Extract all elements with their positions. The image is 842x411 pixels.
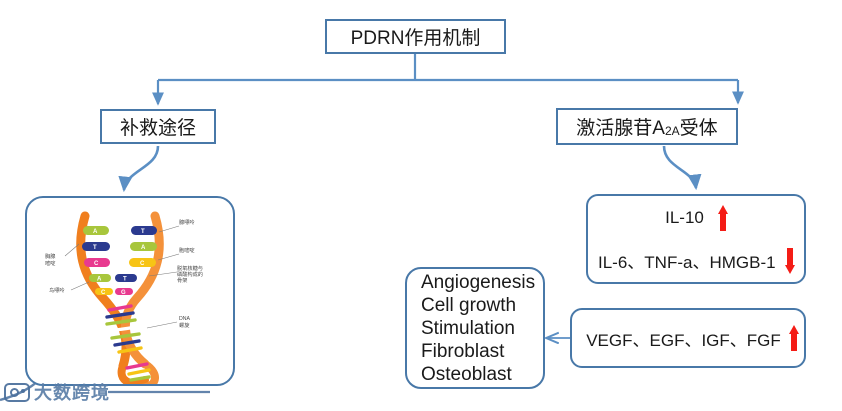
dna-strand-left-lower xyxy=(117,362,149,384)
svg-text:A: A xyxy=(97,277,102,283)
node-salvage-pathway-label: 补救途径 xyxy=(119,118,196,139)
svg-text:C: C xyxy=(101,290,106,296)
outcome-angiogenesis: Angiogenesis xyxy=(421,271,536,293)
cytokine-row-proinflammatory: IL-6、TNF-a、HMGB-1 xyxy=(598,239,795,282)
node-dna-illustration[interactable]: A T C A C T A C xyxy=(25,196,235,386)
node-adenosine-a2a-prefix: 激活腺苷A xyxy=(576,118,665,139)
cytokine-proinflammatory-label: IL-6、TNF-a、HMGB-1 xyxy=(598,253,776,272)
node-pdrn-mechanism-label: PDRN作用机制 xyxy=(350,28,481,49)
arrow-up-icon xyxy=(717,204,728,231)
cytokine-row-il10: IL-10 xyxy=(598,196,794,239)
watermark: 大数跨境 xyxy=(4,379,110,405)
svg-text:G: G xyxy=(121,290,126,296)
node-growth-factors[interactable]: VEGF、EGF、IGF、FGF xyxy=(570,308,806,368)
connector-left-branch-to-dna xyxy=(118,145,160,193)
arrow-up-icon xyxy=(788,325,799,351)
dna-svg: A T C A C T A C xyxy=(64,211,180,384)
dna-base-blocks-right: T A C T G xyxy=(115,226,157,296)
svg-text:C: C xyxy=(94,261,99,267)
node-pdrn-mechanism[interactable]: PDRN作用机制 xyxy=(325,19,506,54)
dna-strand-right-lower xyxy=(138,360,159,384)
dna-label-backbone-line2: 磷酸构成的 xyxy=(177,272,203,278)
outcome-cell-growth: Cell growth xyxy=(421,294,517,316)
outcome-fibroblast: Fibroblast xyxy=(421,340,505,362)
dna-label-cytosine: 胞嘧啶 xyxy=(179,248,195,254)
dna-label-backbone-line3: 骨架 xyxy=(177,278,188,284)
dna-label-thymine-line2: 嘧啶 xyxy=(45,261,56,267)
svg-text:T: T xyxy=(93,245,97,251)
dna-label-backbone-line1: 脱氧核糖与 xyxy=(177,266,203,272)
svg-text:A: A xyxy=(141,245,146,251)
node-salvage-pathway[interactable]: 补救途径 xyxy=(100,109,216,144)
svg-text:T: T xyxy=(141,229,145,235)
dna-label-helix-line1: DNA xyxy=(179,316,190,322)
arrow-down-icon xyxy=(785,247,795,274)
node-adenosine-a2a-suffix: 受体 xyxy=(679,118,718,139)
node-cytokine-response[interactable]: IL-10 IL-6、TNF-a、HMGB-1 xyxy=(586,194,806,284)
dna-label-thymine-line1: 胸腺 xyxy=(45,254,56,260)
dna-rungs xyxy=(105,304,151,382)
dna-strand-right xyxy=(120,211,164,369)
dna-label-helix-line2: 螺旋 xyxy=(179,323,190,329)
dna-label-guanine: 鸟嘌呤 xyxy=(49,288,65,294)
watermark-text: 大数跨境 xyxy=(34,383,110,403)
dna-label-adenine: 腺嘌呤 xyxy=(179,220,195,226)
dna-leader-lines xyxy=(64,225,180,329)
outcome-osteoblast: Osteoblast xyxy=(421,363,512,385)
camera-icon xyxy=(4,382,30,402)
connector-right-branch-to-cytokine xyxy=(662,145,702,191)
cytokine-il10-label: IL-10 xyxy=(665,207,704,227)
outcome-stimulation: Stimulation xyxy=(421,317,515,339)
dna-base-blocks-left: A T C A C xyxy=(82,226,113,296)
node-adenosine-a2a-subscript: 2A xyxy=(664,123,680,138)
svg-text:A: A xyxy=(93,229,98,235)
svg-text:C: C xyxy=(140,261,145,267)
growth-factors-label: VEGF、EGF、IGF、FGF xyxy=(586,330,781,350)
dna-illustration: A T C A C T A C xyxy=(27,198,233,384)
node-biological-outcomes[interactable]: Angiogenesis Cell growth Stimulation Fib… xyxy=(405,267,545,389)
svg-text:T: T xyxy=(123,277,127,283)
